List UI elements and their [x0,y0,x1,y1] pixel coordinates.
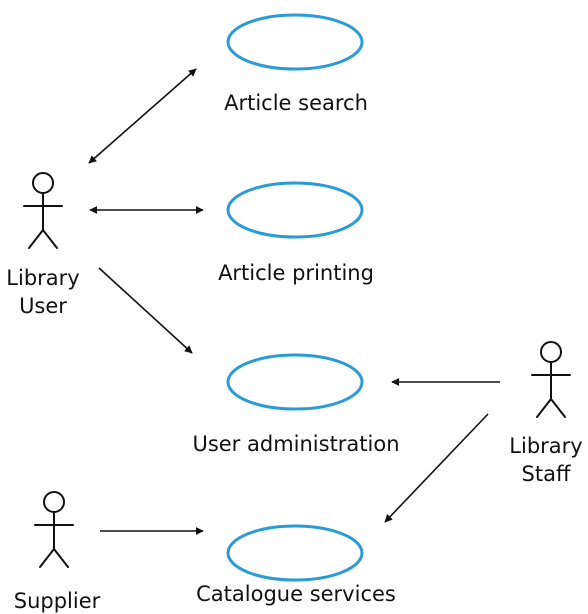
actor-library-user-head [32,172,54,194]
actor-library-staff-label-line1: Library [509,434,582,458]
actor-supplier-leg-right [53,548,69,568]
usecase-catalogue-services [226,524,364,582]
usecase-user-administration [226,353,364,411]
actor-library-user-label-line2: User [19,294,67,318]
actor-supplier-leg-left [39,548,55,568]
usecase-article-search [226,13,364,71]
actor-supplier [34,491,74,568]
association-staff-catalogue-services [384,413,489,523]
usecase-label-article-printing: Article printing [218,261,374,285]
actor-library-staff-leg-right [550,398,566,418]
usecase-label-catalogue-services: Catalogue services [196,582,396,606]
actor-supplier-label: Supplier [14,589,101,613]
actor-library-staff-head [540,341,562,363]
usecase-label-user-administration: User administration [192,432,399,456]
actor-library-user-leg-left [28,229,44,249]
actor-library-user [23,172,63,249]
association-user-article-search [88,68,197,164]
usecase-label-article-search: Article search [224,91,368,115]
actor-supplier-head [43,491,65,513]
usecase-article-printing [226,181,364,239]
actor-library-user-leg-right [42,229,58,249]
actor-library-staff-leg-left [536,398,552,418]
actor-library-user-label-line1: Library [6,266,79,290]
actor-library-staff-label-line2: Staff [522,462,571,486]
association-user-user-administration [98,267,193,354]
actor-library-staff [531,341,571,418]
